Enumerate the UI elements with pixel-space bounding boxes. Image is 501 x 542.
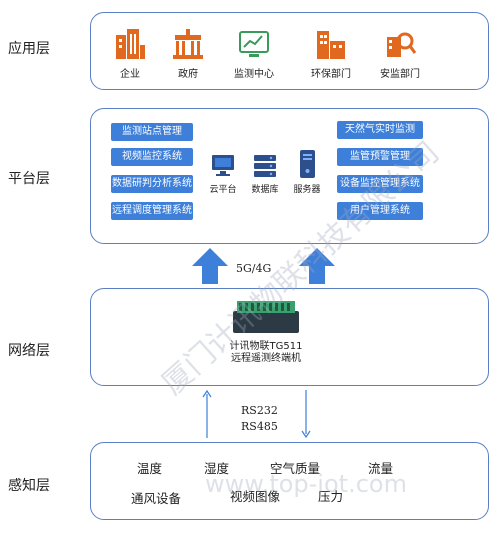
btn-user-management: 用户管理系统	[337, 202, 423, 220]
server-label: 服务器	[293, 185, 321, 195]
device-description: 远程遥测终端机	[231, 353, 301, 364]
app-item-monitoring-center: 监测中心	[219, 27, 289, 80]
server: 服务器	[285, 149, 329, 195]
sensor-video: 视频图像	[230, 489, 281, 504]
sensor-air-quality: 空气质量	[270, 461, 321, 476]
cloud-platform-label: 云平台	[209, 185, 237, 195]
sensor-flow: 流量	[368, 461, 394, 476]
app-item-environment-dept: 环保部门	[296, 27, 366, 80]
sensor-humidity: 湿度	[204, 461, 230, 476]
btn-video-surveillance: 视频监控系统	[111, 148, 193, 166]
sensor-pressure: 压力	[318, 489, 344, 504]
database-label: 数据库	[251, 185, 279, 195]
database: 数据库	[243, 153, 287, 195]
btn-device-management: 设备监控管理系统	[337, 175, 423, 193]
app-label-enterprise: 企业	[120, 69, 140, 80]
platform-panel: 监测站点管理 视频监控系统 数据研判分析系统 远程调度管理系统 云平台 数据库 …	[90, 108, 489, 244]
cloud-platform: 云平台	[201, 153, 245, 195]
computer-icon	[212, 155, 234, 176]
btn-warning-management: 监管预警管理	[337, 148, 423, 166]
app-item-enterprise: 企业	[95, 27, 165, 80]
sensor-ventilation: 通风设备	[131, 491, 182, 506]
app-label-safety-dept: 安监部门	[380, 69, 420, 80]
layer-label-platform: 平台层	[8, 171, 50, 187]
layer-label-perception: 感知层	[8, 478, 50, 494]
server-icon	[300, 150, 315, 178]
app-label-monitoring-center: 监测中心	[234, 69, 274, 80]
terminal-device-icon	[233, 301, 299, 333]
device-model: 计讯物联TG511	[229, 341, 303, 352]
btn-data-analysis: 数据研判分析系统	[111, 175, 193, 193]
up-thin-arrow-icon	[202, 389, 212, 438]
sensor-temperature: 温度	[137, 461, 163, 476]
app-label-environment-dept: 环保部门	[311, 69, 351, 80]
government-building-icon	[173, 29, 203, 59]
down-thin-arrow-icon	[301, 390, 311, 439]
btn-gas-monitoring: 天然气实时监测	[337, 121, 423, 139]
uplink-arrow-left-icon	[192, 248, 228, 284]
monitor-chart-icon	[239, 31, 269, 57]
btn-remote-dispatch: 远程调度管理系统	[111, 202, 193, 220]
layer-label-application: 应用层	[8, 41, 50, 57]
btn-site-management: 监测站点管理	[111, 123, 193, 141]
perception-panel	[90, 442, 489, 520]
building-icon	[116, 29, 145, 59]
app-item-safety-dept: 安监部门	[365, 27, 435, 80]
protocol-rs485: RS485	[241, 420, 278, 433]
network-panel: 计讯物联TG511 远程遥测终端机	[90, 288, 489, 386]
uplink-arrow-right-icon	[299, 248, 335, 284]
device-caption: 计讯物联TG511 远程遥测终端机	[201, 341, 331, 365]
uplink-label: 5G/4G	[236, 262, 272, 275]
application-panel: 企业 政府 监测中心 环保部门	[90, 12, 489, 90]
factory-icon	[317, 31, 345, 59]
app-label-government: 政府	[178, 69, 198, 80]
database-icon	[254, 155, 276, 177]
protocol-rs232: RS232	[241, 404, 278, 417]
app-item-government: 政府	[153, 27, 223, 80]
magnifier-inspection-icon	[387, 32, 417, 57]
layer-label-network: 网络层	[8, 343, 50, 359]
